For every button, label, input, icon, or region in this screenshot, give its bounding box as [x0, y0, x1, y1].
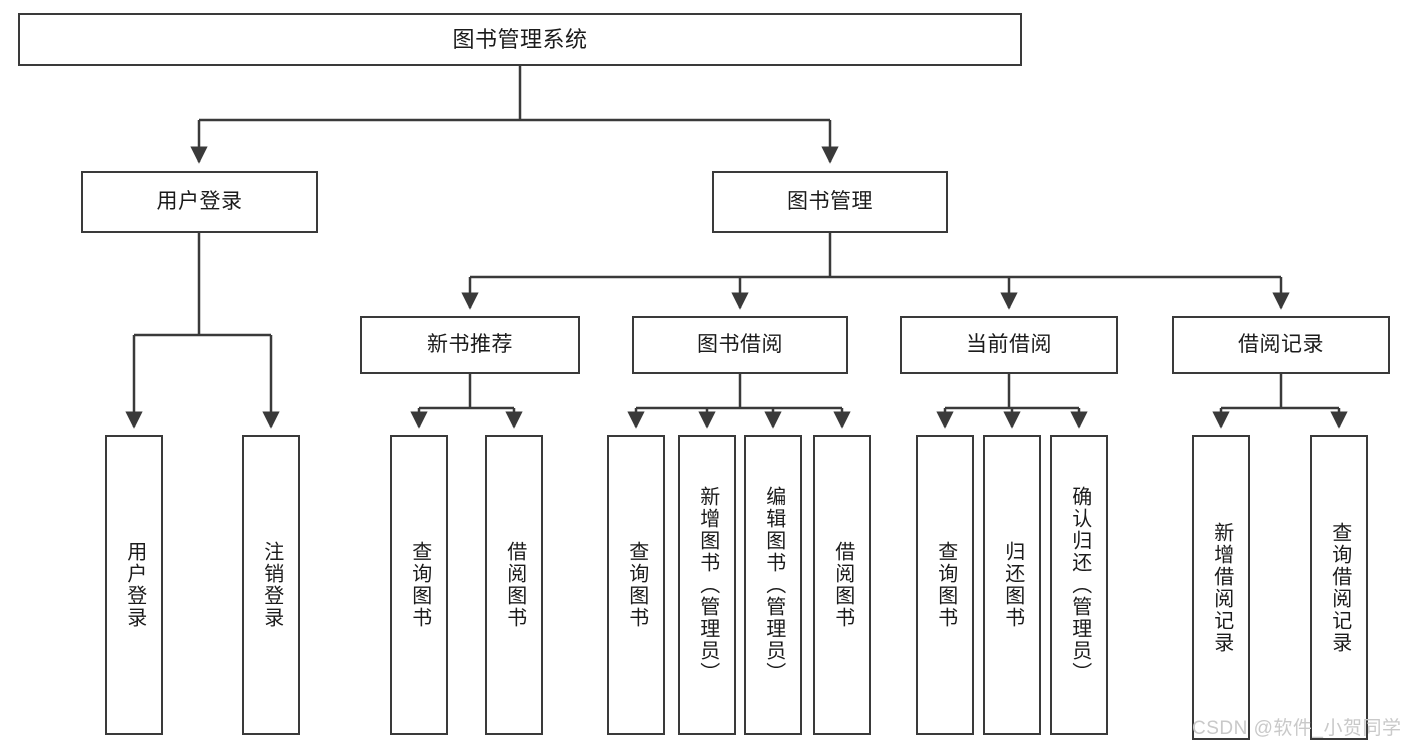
node-leaf-return-book[interactable]: 归还图书	[983, 435, 1041, 735]
node-leaf-borrow-book-2[interactable]: 借阅图书	[813, 435, 871, 735]
node-book-manage-label: 图书管理	[787, 189, 873, 213]
node-leaf-user-login[interactable]: 用户登录	[105, 435, 163, 735]
node-new-book-rec[interactable]: 新书推荐	[360, 316, 580, 374]
node-leaf-query-book-2[interactable]: 查询图书	[607, 435, 665, 735]
node-leaf-query-book-1[interactable]: 查询图书	[390, 435, 448, 735]
node-leaf-borrow-book-1[interactable]: 借阅图书	[485, 435, 543, 735]
node-book-borrow[interactable]: 图书借阅	[632, 316, 848, 374]
node-leaf-logout-label: 注销登录	[260, 541, 283, 629]
node-user-login[interactable]: 用户登录	[81, 171, 318, 233]
node-leaf-edit-book[interactable]: 编辑图书（管理员）	[744, 435, 802, 735]
node-borrow-record-label: 借阅记录	[1238, 332, 1324, 356]
node-leaf-query-record[interactable]: 查询借阅记录	[1310, 435, 1368, 740]
node-leaf-query-book-3-label: 查询图书	[934, 541, 957, 629]
node-leaf-user-login-label: 用户登录	[123, 541, 146, 629]
node-leaf-confirm-return[interactable]: 确认归还（管理员）	[1050, 435, 1108, 735]
node-leaf-query-book-1-label: 查询图书	[408, 541, 431, 629]
node-root-label: 图书管理系统	[452, 26, 588, 52]
node-leaf-query-book-3[interactable]: 查询图书	[916, 435, 974, 735]
watermark-text: CSDN @软件_小贺同学	[1192, 718, 1402, 739]
node-borrow-record[interactable]: 借阅记录	[1172, 316, 1390, 374]
node-leaf-add-record[interactable]: 新增借阅记录	[1192, 435, 1250, 740]
node-leaf-return-book-label: 归还图书	[1001, 541, 1024, 629]
node-leaf-add-record-label: 新增借阅记录	[1210, 521, 1233, 654]
node-leaf-query-record-label: 查询借阅记录	[1328, 521, 1351, 654]
node-current-borrow[interactable]: 当前借阅	[900, 316, 1118, 374]
node-leaf-borrow-book-1-label: 借阅图书	[503, 541, 526, 629]
node-book-borrow-label: 图书借阅	[697, 332, 783, 356]
node-leaf-logout[interactable]: 注销登录	[242, 435, 300, 735]
node-leaf-add-book-label: 新增图书（管理员）	[696, 486, 719, 684]
node-user-login-label: 用户登录	[156, 189, 243, 213]
node-leaf-confirm-return-label: 确认归还（管理员）	[1068, 486, 1091, 684]
node-leaf-edit-book-label: 编辑图书（管理员）	[762, 486, 785, 684]
node-current-borrow-label: 当前借阅	[966, 332, 1052, 356]
node-book-manage[interactable]: 图书管理	[712, 171, 948, 233]
node-root[interactable]: 图书管理系统	[18, 13, 1022, 66]
node-leaf-add-book[interactable]: 新增图书（管理员）	[678, 435, 736, 735]
node-new-book-rec-label: 新书推荐	[427, 332, 513, 356]
node-leaf-borrow-book-2-label: 借阅图书	[831, 541, 854, 629]
node-leaf-query-book-2-label: 查询图书	[625, 541, 648, 629]
